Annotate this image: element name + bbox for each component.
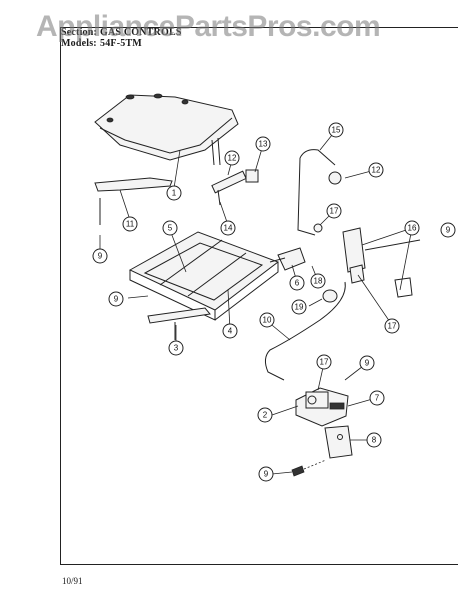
svg-text:1: 1 <box>172 189 177 198</box>
callout-13: 13 <box>255 136 271 152</box>
bottom-bracket <box>147 307 211 340</box>
svg-text:12: 12 <box>372 166 381 175</box>
callout-9c: 9 <box>108 291 124 307</box>
callout-5: 5 <box>162 220 178 236</box>
section-value: GAS CONTROLS <box>100 27 182 38</box>
callout-7: 7 <box>369 390 385 406</box>
callout-3: 3 <box>168 340 184 356</box>
watermark-logo: AppliancePartsPros.com <box>36 10 381 43</box>
gas-valve <box>295 387 349 427</box>
svg-text:12: 12 <box>228 154 237 163</box>
diagram-frame <box>60 27 458 565</box>
svg-text:10: 10 <box>263 316 272 325</box>
svg-text:9: 9 <box>365 359 370 368</box>
svg-text:7: 7 <box>375 394 380 403</box>
svg-text:9: 9 <box>264 470 269 479</box>
svg-text:4: 4 <box>228 327 233 336</box>
valve-fitting <box>269 247 338 303</box>
models-label: Models: <box>61 38 97 49</box>
burner-shield <box>94 93 239 166</box>
callout-18: 18 <box>310 273 326 289</box>
callout-14: 14 <box>220 220 236 236</box>
callout-9d: 9 <box>359 355 375 371</box>
svg-text:9: 9 <box>114 295 119 304</box>
burner-frame <box>128 231 280 321</box>
callout-10: 10 <box>259 312 275 328</box>
svg-text:13: 13 <box>259 140 268 149</box>
callout-19: 19 <box>291 299 307 315</box>
gas-tube <box>297 149 342 236</box>
callout-9e: 9 <box>258 466 274 482</box>
callout-9b: 9 <box>440 222 456 238</box>
svg-text:17: 17 <box>388 322 397 331</box>
support-bracket <box>94 177 173 225</box>
callout-9: 9 <box>92 248 108 264</box>
svg-text:15: 15 <box>332 126 341 135</box>
callout-15: 15 <box>328 122 344 138</box>
svg-text:8: 8 <box>372 436 377 445</box>
callout-1: 1 <box>166 185 182 201</box>
svg-text:5: 5 <box>168 224 173 233</box>
svg-text:19: 19 <box>295 303 304 312</box>
orifice-assembly <box>211 169 259 206</box>
callout-leaders <box>99 129 413 475</box>
callout-17b: 17 <box>384 318 400 334</box>
svg-text:9: 9 <box>98 252 103 261</box>
models-value: 54F-5TM <box>100 38 142 49</box>
svg-text:17: 17 <box>320 358 329 367</box>
svg-text:3: 3 <box>174 344 179 353</box>
callout-12: 12 <box>224 150 240 166</box>
callout-16: 16 <box>404 220 420 236</box>
svg-text:14: 14 <box>224 224 233 233</box>
svg-text:11: 11 <box>126 220 135 229</box>
valve-bracket <box>324 425 353 459</box>
callout-6: 6 <box>289 275 305 291</box>
callout-11: 11 <box>122 216 138 232</box>
svg-text:2: 2 <box>263 411 268 420</box>
callout-12b: 12 <box>368 162 384 178</box>
callout-4: 4 <box>222 323 238 339</box>
svg-text:6: 6 <box>295 279 300 288</box>
revision-date: 10/91 <box>62 576 83 586</box>
callout-8: 8 <box>366 432 382 448</box>
svg-text:16: 16 <box>408 224 417 233</box>
section-label: Section: <box>61 27 98 38</box>
callout-2: 2 <box>257 407 273 423</box>
svg-text:9: 9 <box>446 226 451 235</box>
screw-bottom <box>291 459 327 477</box>
callout-17c: 17 <box>316 354 332 370</box>
svg-text:17: 17 <box>330 207 339 216</box>
igniter-block <box>342 227 421 298</box>
callout-17a: 17 <box>326 203 342 219</box>
svg-text:18: 18 <box>314 277 323 286</box>
